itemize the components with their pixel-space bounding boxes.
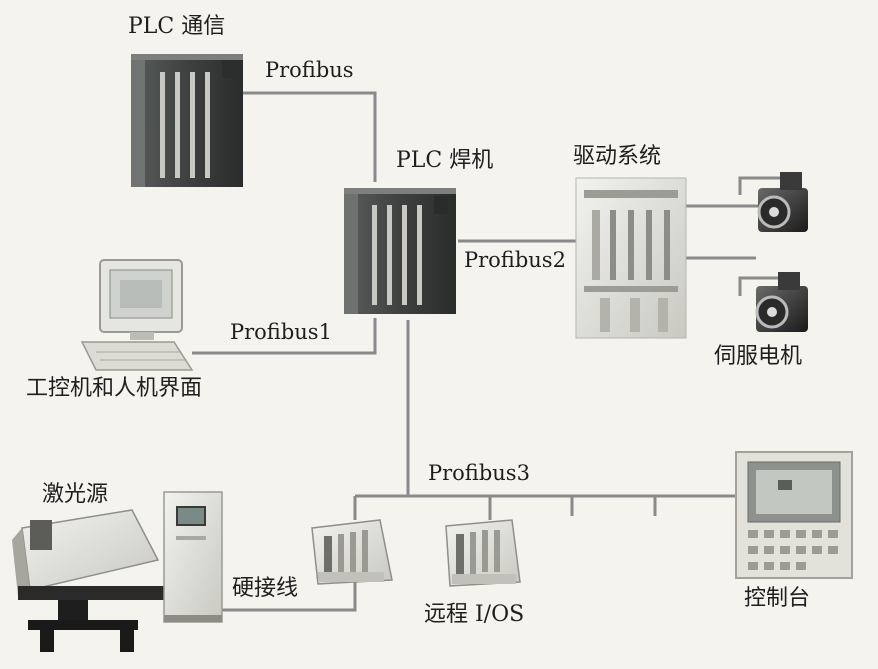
line-hardwire <box>222 578 357 612</box>
servo-motor-2 <box>755 272 808 332</box>
line-servo-2b <box>738 276 780 296</box>
line-profibus <box>243 91 377 182</box>
laser-source-device <box>12 509 168 652</box>
profibus-label: Profibus <box>265 58 354 82</box>
profibus3-label: Profibus3 <box>428 461 530 485</box>
servo-motor-label: 伺服电机 <box>714 344 803 369</box>
laser-source-label: 激光源 <box>42 482 109 507</box>
plc-welder-device <box>344 188 456 314</box>
line-profibus1 <box>192 318 377 355</box>
remote-io-label: 远程 I/OS <box>424 602 525 627</box>
laser-controller-cabinet <box>163 491 223 623</box>
profibus1-label: Profibus1 <box>230 320 332 344</box>
plc-comm-label: PLC 通信 <box>128 14 226 39</box>
servo-motor-1 <box>757 172 808 232</box>
plc-welder-label: PLC 焊机 <box>396 148 494 173</box>
ipc-hmi-label: 工控机和人机界面 <box>26 376 203 401</box>
connection-lines <box>192 91 782 612</box>
console-label: 控制台 <box>744 586 811 611</box>
drive-system-device <box>575 177 687 339</box>
remote-io-module-2 <box>445 519 521 587</box>
profibus2-label: Profibus2 <box>464 248 566 272</box>
control-console-device <box>735 451 853 579</box>
remote-io-module-1 <box>311 519 393 585</box>
hardwire-label: 硬接线 <box>232 576 299 601</box>
drive-system-label: 驱动系统 <box>573 144 662 169</box>
plc-comm-device <box>131 54 243 187</box>
ipc-hmi-device <box>80 259 194 371</box>
line-servo-1b <box>738 176 782 195</box>
